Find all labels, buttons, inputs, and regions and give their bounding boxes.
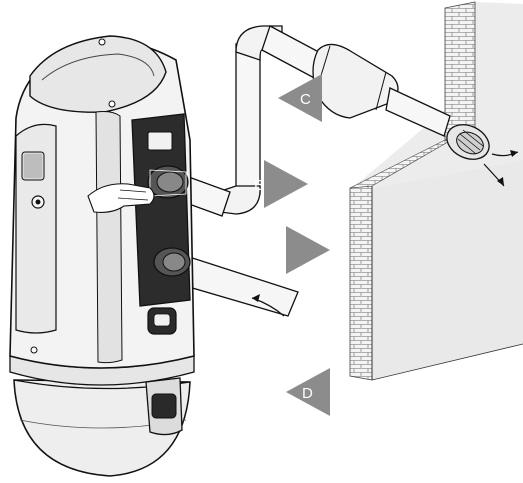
vacuum-unit — [10, 36, 194, 476]
callout-b: B — [254, 160, 308, 208]
callout-a: A — [286, 226, 330, 322]
wall-face — [372, 160, 523, 380]
callout-c-label: C — [300, 91, 311, 108]
wall — [350, 2, 523, 380]
callout-a-label: A — [302, 305, 312, 322]
brick-edge-left — [350, 186, 372, 380]
muffler — [313, 44, 398, 118]
callout-d: D — [286, 368, 330, 416]
callout-c: C — [278, 74, 322, 122]
callout-b-label: B — [254, 177, 264, 194]
callout-a-marker — [286, 226, 330, 274]
callout-d-label: D — [302, 385, 313, 402]
riser-pipe — [236, 44, 260, 194]
callout-b-marker — [264, 160, 308, 208]
status-led-icon — [31, 347, 37, 353]
